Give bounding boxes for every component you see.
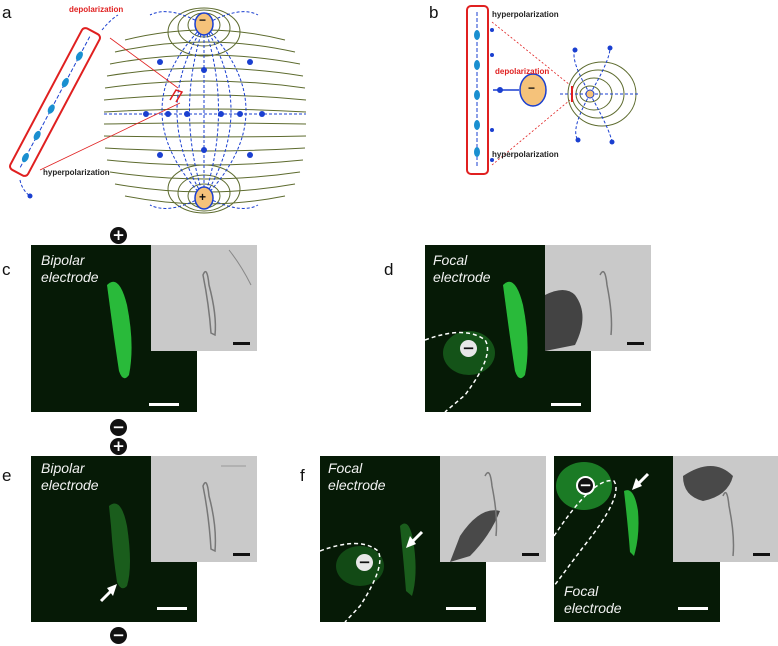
panel-label-a: a [2,3,12,22]
plus-electrode-symbol-e: + [110,438,127,455]
brightfield-image-f-right [673,456,778,562]
brightfield-image-f-left [440,456,546,562]
panel-a-field-diagram [9,7,307,214]
minus-electrode-symbol-e: − [110,627,127,644]
depolarization-label-a: depolarization [69,5,124,14]
caption-line2-d: electrode [433,269,491,285]
scale-bar-f-right [678,607,708,610]
cell-plus-a: + [199,190,207,204]
scale-bar-f-left [446,607,476,610]
caption-line2-c: electrode [41,269,99,285]
scale-bar-bf-e [233,553,250,556]
scale-bar-bf-d [627,342,644,345]
caption-line1-e: Bipolar [41,460,85,476]
scale-bar-e [157,607,187,610]
brightfield-image-e [151,456,257,562]
panel-label-f: f [300,466,305,485]
caption-line1-f-left: Focal [328,460,363,476]
cell-minus-a: − [199,13,207,27]
panel-label-e: e [2,466,12,485]
hyperpolarization-top-label-b: hyperpolarization [492,10,559,19]
scale-bar-bf-f-right [753,553,770,556]
caption-line1-d: Focal [433,252,468,268]
hyperpolarization-label-a: hyperpolarization [43,168,110,177]
focal-electrode-symbol-f-left: − [356,554,373,571]
depolarization-label-b: depolarization [495,67,550,76]
brightfield-image-c [151,245,257,351]
plus-electrode-symbol-c: + [110,227,127,244]
minus-electrode-symbol-c: − [110,419,127,436]
panel-b-field-diagram [466,5,640,175]
focal-electrode-symbol-d: − [460,340,477,357]
caption-line2-e: electrode [41,477,99,493]
brightfield-image-d [545,245,651,351]
hyperpolarization-bottom-label-b: hyperpolarization [492,150,559,159]
panel-label-c: c [2,260,11,279]
caption-line1-f-right: Focal [564,583,599,599]
caption-line2-f-right: electrode [564,600,622,616]
scale-bar-d [551,403,581,406]
focal-electrode-symbol-f-right: − [576,476,595,495]
caption-line1-c: Bipolar [41,252,85,268]
panel-label-b: b [429,3,439,22]
cell-minus-b: − [528,81,536,95]
panel-label-d: d [384,260,394,279]
caption-line2-f-left: electrode [328,477,386,493]
scale-bar-bf-c [233,342,250,345]
scale-bar-bf-f-left [522,553,539,556]
scale-bar-c [149,403,179,406]
